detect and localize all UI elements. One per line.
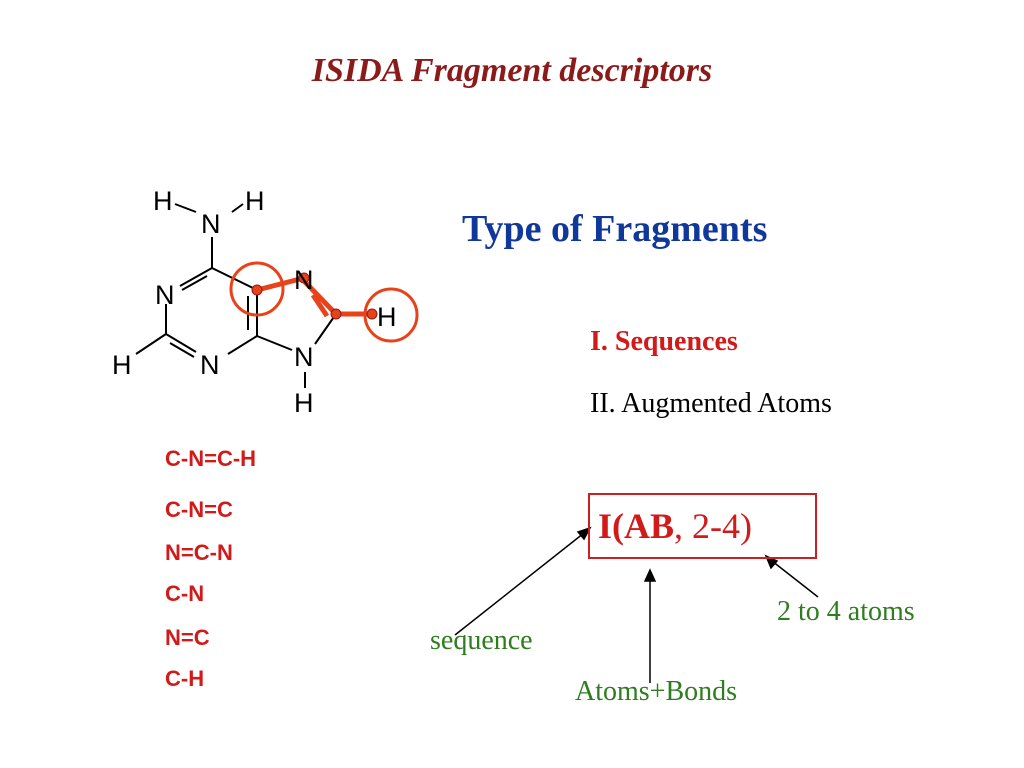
arrowhead-atoms-bonds	[643, 568, 657, 582]
highlight-circle	[229, 261, 285, 317]
bond	[135, 333, 167, 355]
bond	[174, 203, 197, 213]
atom-n-imid-bottom: N	[294, 342, 314, 372]
atom-n-bottom: N	[200, 350, 220, 380]
highlight-bond	[303, 280, 336, 314]
fragment-type-sequences: I. Sequences	[590, 326, 738, 357]
annotation-sequence: sequence	[430, 625, 533, 656]
bond	[169, 342, 195, 358]
notation-box	[588, 493, 817, 559]
slide-title: ISIDA Fragment descriptors	[311, 52, 713, 89]
atom-n-left: N	[155, 280, 175, 310]
atom-h-bottom: H	[294, 388, 314, 418]
bond	[165, 333, 197, 353]
atom-n-amino: N	[201, 209, 221, 239]
atom-h-left: H	[112, 350, 132, 380]
arrowhead-sequence	[576, 526, 592, 541]
atom-h-right: H	[377, 302, 397, 332]
fragment-item: C-N	[165, 581, 205, 606]
arrow-sequence	[454, 532, 585, 636]
atom-h-top-left: H	[153, 186, 173, 216]
arrow-range	[771, 560, 819, 598]
fragment-item: N=C	[165, 625, 210, 650]
bond	[231, 203, 244, 213]
bond	[179, 267, 213, 287]
fragment-item: C-N=C-H	[165, 446, 257, 471]
annotation-arrows	[454, 526, 819, 683]
fragment-item: N=C-N	[165, 540, 233, 565]
bond	[181, 275, 208, 291]
notation-bold: AB	[624, 506, 675, 546]
bond	[256, 335, 293, 351]
annotation-atoms-bonds: Atoms+Bonds	[575, 676, 738, 707]
bond	[314, 313, 337, 345]
highlight-dot	[298, 272, 310, 284]
highlight-bond	[256, 275, 305, 293]
notation-prefix: I(	[598, 506, 624, 546]
highlight-dot	[366, 308, 378, 320]
highlight-dots	[251, 272, 378, 320]
molecule-bonds	[135, 203, 337, 388]
atom-h-top-right: H	[245, 186, 265, 216]
highlight-bond	[310, 293, 330, 318]
section-heading: Type of Fragments	[462, 208, 768, 250]
fragment-item: C-H	[165, 666, 205, 691]
highlight-dot	[251, 284, 263, 296]
fragment-item: C-N=C	[165, 497, 233, 522]
highlight-circles	[229, 261, 419, 343]
atom-n-imid-top: N	[294, 265, 314, 295]
highlight-dot	[330, 308, 342, 320]
highlight-circle	[363, 287, 419, 343]
notation-rest: , 2-4)	[674, 506, 752, 546]
annotation-range: 2 to 4 atoms	[777, 596, 915, 627]
bond	[227, 335, 258, 355]
notation-formula: I(AB, 2-4)	[598, 505, 752, 547]
fragment-type-augmented-atoms: II. Augmented Atoms	[590, 388, 832, 419]
